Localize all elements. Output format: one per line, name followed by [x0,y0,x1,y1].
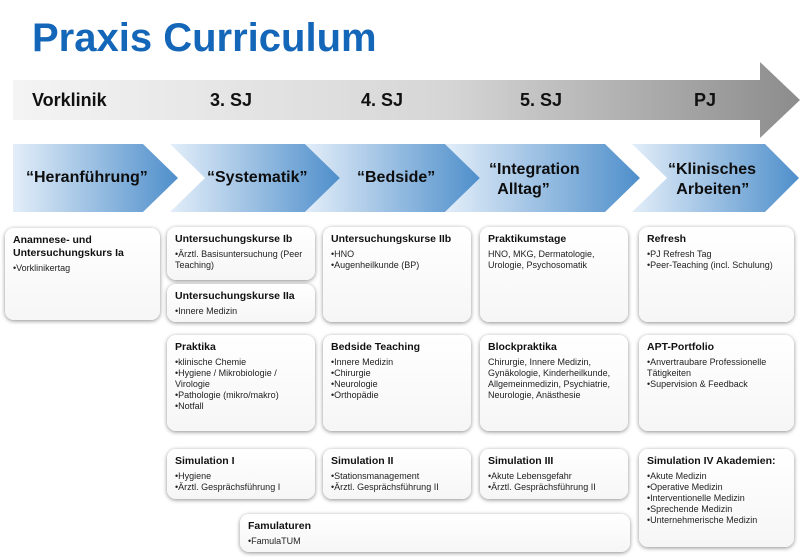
card-title: Simulation II [331,455,394,467]
card-title: Praktika [175,341,216,353]
card-title: Untersuchungskurse IIb [331,233,452,245]
card-item: •Orthopädie [331,390,379,400]
card-item: •Vorklinikertag [13,263,71,273]
card-praktika: Praktika •klinische Chemie •Hygiene / Mi… [167,335,315,431]
card-title: Bedside Teaching [331,341,421,353]
card-item: •Hygiene / Mikrobiologie / Virologie [175,368,277,389]
card-item: •Hygiene [175,471,212,481]
card-item: •Anvertraubare Professionelle Tätigkeite… [647,357,767,378]
phase-chevrons [13,144,799,212]
phase-heranfuehrung: “Heranführung” [26,169,148,186]
card-bedside-teaching: Bedside Teaching •Innere Medizin •Chirur… [323,335,471,431]
card-item: •Sprechende Medizin [647,504,733,514]
phase-klinisches-arbeiten: “Klinisches Arbeiten” [668,161,757,198]
card-item: •PJ Refresh Tag [647,249,712,259]
card-item: •Innere Medizin [175,306,238,316]
phase-chevron-1 [13,144,178,212]
phase-chevron-3 [305,144,480,212]
card-item: •Ärztl. Gesprächsführung II [488,482,596,492]
card-simulation-iv: Simulation IV Akademien: •Akute Medizin … [639,449,794,547]
card-item: •klinische Chemie [175,357,247,367]
card-item: •Augenheilkunde (BP) [331,260,420,270]
card-simulation-ii: Simulation II •Stationsmanagement •Ärztl… [323,449,471,499]
card-title: Untersuchungskurse IIa [175,290,295,302]
card-item: •Ärztl. Basisuntersuchung (Peer Teaching… [175,249,303,270]
card-apt-portfolio: APT-Portfolio •Anvertraubare Professione… [639,335,794,431]
card-item: •Innere Medizin [331,357,394,367]
card-item: •Stationsmanagement [331,471,420,481]
phase-chevron-5 [632,144,799,212]
phase-systematik: “Systematik” [207,169,308,186]
card-praktikumstage: Praktikumstage HNO, MKG, Dermatologie, U… [480,227,628,322]
card-simulation-iii: Simulation III •Akute Lebensgefahr •Ärzt… [480,449,628,499]
card-title: Anamnese- und Untersuchungskurs Ia [13,234,124,259]
card-title: Simulation III [488,455,554,467]
card-item: •Neurologie [331,379,378,389]
card-item: •Unternehmerische Medizin [647,515,758,525]
phase-bedside: “Bedside” [357,169,436,186]
card-untersuchungskurse-iib: Untersuchungskurse IIb •HNO •Augenheilku… [323,227,471,322]
card-title: Famulaturen [248,520,312,532]
card-title: Refresh [647,233,687,245]
card-famulaturen: Famulaturen •FamulaTUM [240,514,630,552]
card-item: •Akute Lebensgefahr [488,471,572,481]
timeline-label-pj: PJ [694,90,717,110]
card-untersuchungskurse-ib: Untersuchungskurse Ib •Ärztl. Basisunter… [167,227,315,280]
card-title: Simulation I [175,455,235,467]
card-item: •Ärztl. Gesprächsführung II [331,482,439,492]
card-simulation-i: Simulation I •Hygiene •Ärztl. Gesprächsf… [167,449,315,499]
card-item: •FamulaTUM [248,536,301,546]
card-title: Blockpraktika [488,341,557,353]
phase-chevron-4 [445,144,640,212]
card-item: Chirurgie, Innere Medizin, Gynäkologie, … [488,357,611,400]
card-item: •Chirurgie [331,368,371,378]
card-item: •Ärztl. Gesprächsführung I [175,482,281,492]
card-untersuchungskurse-iia: Untersuchungskurse IIa •Innere Medizin [167,284,315,322]
card-item: HNO, MKG, Dermatologie, Urologie, Psycho… [488,249,595,270]
card-item: •Notfall [175,401,204,411]
card-blockpraktika: Blockpraktika Chirurgie, Innere Medizin,… [480,335,628,431]
card-title: Untersuchungskurse Ib [175,233,293,245]
card-item: •HNO [331,249,355,259]
card-item: •Supervision & Feedback [647,379,748,389]
card-item: •Interventionelle Medizin [647,493,745,503]
timeline-label-5sj: 5. SJ [520,90,563,110]
card-title: Praktikumstage [488,233,567,245]
card-item: •Peer-Teaching (incl. Schulung) [647,260,773,270]
timeline-label-3sj: 3. SJ [210,90,253,110]
card-anamnese-untersuchungskurs-ia: Anamnese- und Untersuchungskurs Ia •Vork… [5,228,160,320]
card-item: •Pathologie (mikro/makro) [175,390,279,400]
phase-integration-alltag: “Integration Alltag” [489,161,580,198]
timeline-label-4sj: 4. SJ [361,90,404,110]
card-title: Simulation IV Akademien: [647,455,776,467]
card-refresh: Refresh •PJ Refresh Tag •Peer-Teaching (… [639,227,794,322]
card-item: •Akute Medizin [647,471,707,481]
card-item: •Operative Medizin [647,482,723,492]
page-title: Praxis Curriculum [32,16,377,60]
card-title: APT-Portfolio [647,341,715,353]
timeline-arrow [13,62,800,138]
phase-chevron-2 [170,144,340,212]
timeline-label-vorklinik: Vorklinik [32,90,107,110]
